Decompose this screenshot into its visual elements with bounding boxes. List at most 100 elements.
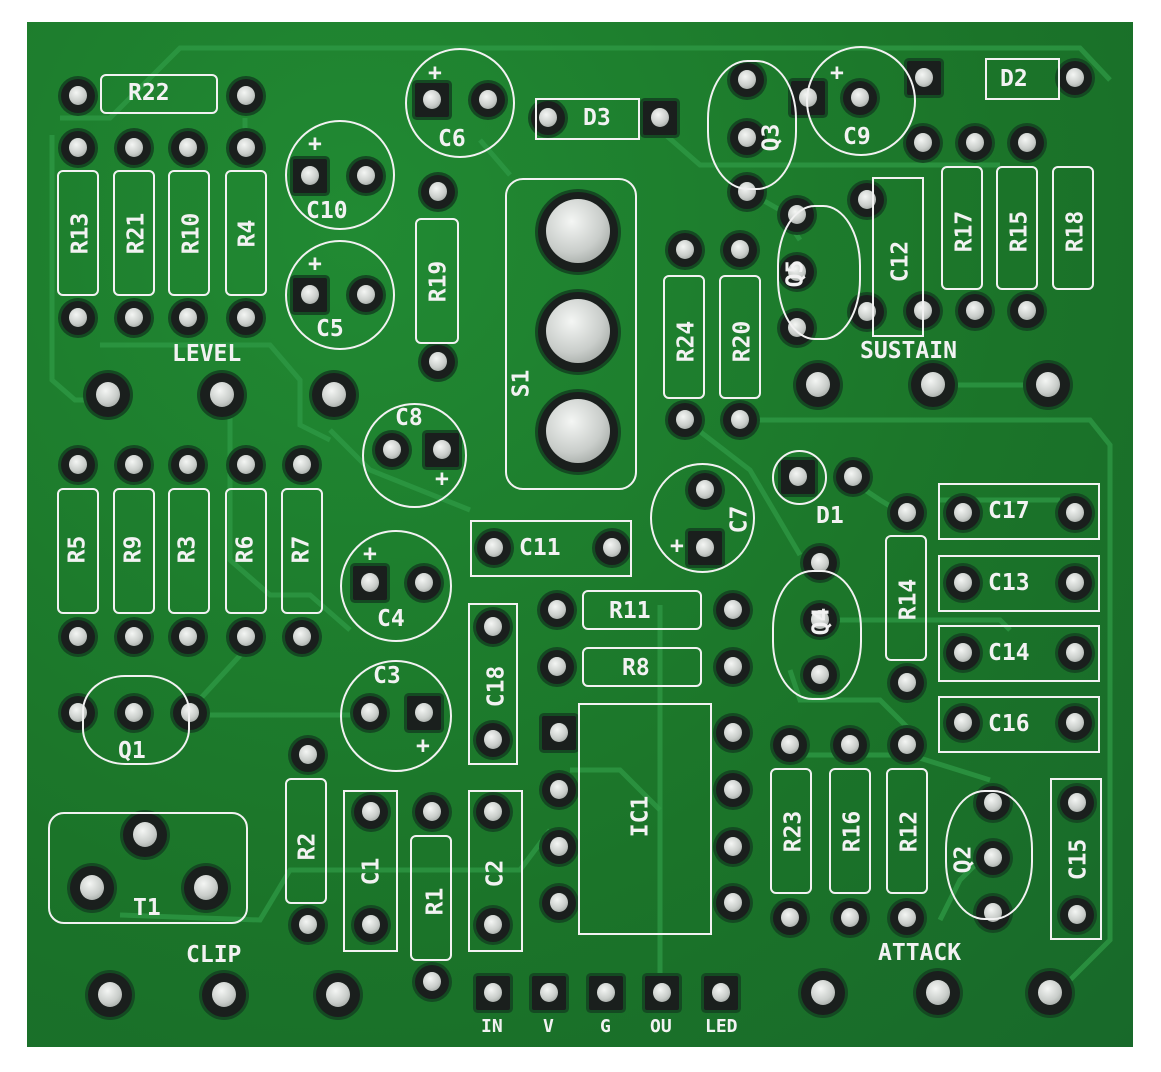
pad (476, 610, 510, 644)
outline-r18 (1052, 166, 1094, 290)
pad (61, 301, 95, 335)
pad (946, 636, 980, 670)
pad (773, 901, 807, 935)
pad (117, 448, 151, 482)
pad (716, 593, 750, 627)
label-r19: R19 (425, 260, 452, 303)
ic-pin (716, 716, 750, 750)
pad (773, 728, 807, 762)
label-r3: R3 (174, 535, 201, 564)
label-s1: S1 (508, 369, 535, 398)
label-c7: C7 (726, 505, 753, 534)
outline-q4 (772, 570, 862, 700)
io-label-led: LED (705, 1016, 738, 1037)
outline-c18 (468, 603, 518, 765)
outline-r3 (168, 488, 210, 614)
pad (476, 795, 510, 829)
pad (229, 448, 263, 482)
label-c9: C9 (843, 124, 871, 150)
label-r1: R1 (422, 887, 449, 916)
outline-r8 (582, 647, 702, 687)
pad (171, 620, 205, 654)
switch-lug (538, 292, 618, 372)
outline-c13 (938, 555, 1100, 612)
outline-r24 (663, 275, 705, 399)
outline-c1 (343, 790, 398, 952)
outline-r23 (770, 768, 812, 894)
polarity-mark: + (830, 60, 844, 86)
outline-c10 (285, 120, 395, 230)
pad (117, 301, 151, 335)
label-r20: R20 (729, 320, 756, 363)
outline-c5 (285, 240, 395, 350)
outline-r4 (225, 170, 267, 296)
pot-label-sustain: SUSTAIN (860, 338, 957, 364)
label-c18: C18 (483, 665, 510, 708)
io-label-in: IN (481, 1016, 503, 1037)
outline-r12 (886, 768, 928, 894)
pad (291, 738, 325, 772)
polarity-mark: + (428, 60, 442, 86)
ic-pin-1 (542, 716, 576, 750)
label-r2: R2 (294, 832, 321, 861)
pad (946, 566, 980, 600)
pad (229, 131, 263, 165)
label-r10: R10 (178, 212, 205, 255)
label-c10: C10 (306, 198, 348, 224)
outline-c16 (938, 696, 1100, 753)
pad (415, 795, 449, 829)
pot-label-attack: ATTACK (878, 940, 962, 966)
outline-q1 (82, 675, 190, 765)
polarity-mark: + (435, 466, 449, 492)
pad (1010, 294, 1044, 328)
outline-r9 (113, 488, 155, 614)
label-c15: C15 (1065, 838, 1092, 881)
pad (61, 131, 95, 165)
outline-c3 (340, 660, 452, 772)
pad (285, 620, 319, 654)
pad (716, 650, 750, 684)
io-pad-v (532, 976, 566, 1010)
pad (291, 908, 325, 942)
label-r14: R14 (895, 578, 922, 621)
polarity-mark: + (670, 533, 684, 559)
pad (421, 345, 455, 379)
pad (1060, 898, 1094, 932)
outline-r21 (113, 170, 155, 296)
outline-c4 (340, 530, 452, 642)
label-c16: C16 (988, 711, 1030, 737)
outline-d1 (772, 450, 827, 505)
label-c17: C17 (988, 498, 1030, 524)
pad (1060, 786, 1094, 820)
outline-r17 (941, 166, 983, 290)
label-r21: R21 (123, 212, 150, 255)
pad (1010, 126, 1044, 160)
trimmer-pin (184, 866, 228, 910)
pad (1058, 566, 1092, 600)
label-r15: R15 (1006, 210, 1033, 253)
outline-s1 (505, 178, 637, 490)
outline-c9 (806, 46, 916, 156)
io-pad-in (476, 976, 510, 1010)
pad (723, 403, 757, 437)
label-d2: D2 (1000, 66, 1028, 92)
pot-lug-attack (801, 971, 845, 1015)
label-c4: C4 (377, 606, 405, 632)
pad (833, 728, 867, 762)
label-q5: Q5 (782, 259, 809, 288)
pot-lug-level (86, 373, 130, 417)
pad (1058, 706, 1092, 740)
outline-r10 (168, 170, 210, 296)
label-r4: R4 (234, 219, 261, 248)
pot-lug-clip (88, 973, 132, 1017)
pad (354, 795, 388, 829)
label-ic1: IC1 (627, 795, 654, 838)
pad (61, 620, 95, 654)
outline-r16 (829, 768, 871, 894)
label-r18: R18 (1062, 210, 1089, 253)
outline-r1 (410, 835, 452, 961)
outline-r22 (100, 74, 218, 114)
pad (890, 496, 924, 530)
outline-d3 (535, 98, 640, 140)
pot-lug-level (312, 373, 356, 417)
